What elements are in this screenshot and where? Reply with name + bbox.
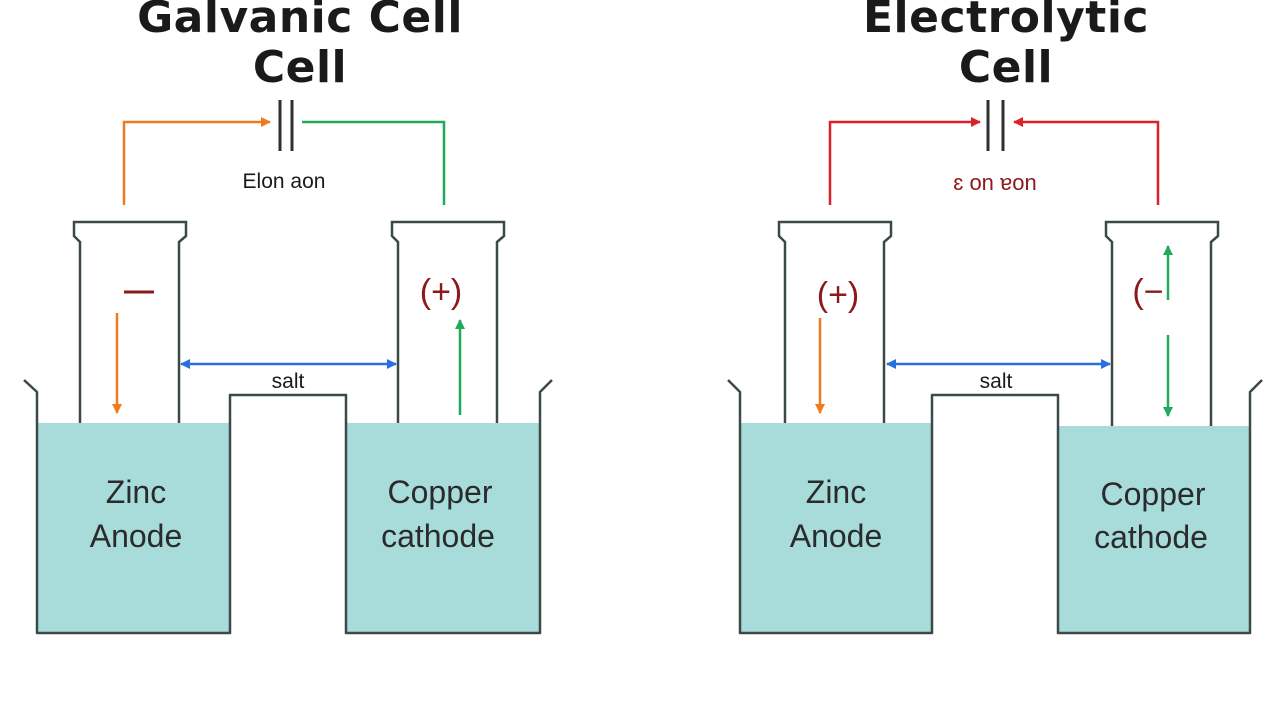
- electrolytic-cell: ɛ on ɐon (+) (− salt Zinc Anode Copper c…: [727, 100, 1263, 635]
- galvanic-left-label-line1: Zinc: [106, 474, 166, 510]
- galvanic-cathode-tube: [390, 220, 506, 423]
- galvanic-anode-tube: [72, 220, 188, 423]
- electrolytic-wire-left: [828, 117, 981, 205]
- galvanic-title-line2: Cell: [252, 42, 348, 93]
- galvanic-wire-label: Elon aon: [243, 170, 326, 193]
- galvanic-right-electrolyte: [346, 423, 540, 633]
- electrolytic-left-label-line2: Anode: [790, 518, 883, 554]
- electrolytic-left-label-line1: Zinc: [806, 474, 866, 510]
- galvanic-wire-right: [302, 120, 446, 205]
- electrolytic-beaker: [727, 379, 1263, 635]
- electrolytic-wire-right: [1013, 117, 1160, 205]
- galvanic-title-line1: Galvanic Cell: [137, 0, 463, 43]
- electrolytic-right-label-line2: cathode: [1094, 519, 1208, 555]
- electrolytic-right-electrolyte: [1058, 426, 1250, 633]
- galvanic-right-label-line2: cathode: [381, 518, 495, 554]
- galvanic-wire-left: [122, 117, 271, 205]
- electrolytic-bridge-label: salt: [980, 370, 1013, 393]
- electrolytic-title-line2: Cell: [958, 42, 1054, 93]
- galvanic-cell: Elon aon — (+) salt Zinc Anode Copper ca…: [23, 100, 553, 635]
- galvanic-anode-sign: —: [124, 274, 154, 307]
- electrolytic-right-label-line1: Copper: [1101, 476, 1206, 512]
- electrolytic-anode-sign: (+): [817, 276, 860, 314]
- electrolytic-cathode-tube: [1104, 220, 1220, 426]
- galvanic-left-label-line2: Anode: [90, 518, 183, 554]
- galvanic-bridge-label: salt: [272, 370, 305, 393]
- galvanic-right-label-line1: Copper: [388, 474, 493, 510]
- electrolytic-title-line1: Electrolytic: [863, 0, 1149, 43]
- electrolytic-left-electrolyte: [740, 423, 932, 633]
- electrolytic-cathode-sign: (−: [1132, 273, 1163, 311]
- galvanic-beaker: [23, 379, 553, 635]
- electrolytic-anode-tube: [777, 220, 893, 423]
- electrolytic-wire-label: ɛ on ɐon: [953, 170, 1037, 195]
- galvanic-cathode-sign: (+): [420, 273, 463, 311]
- galvanic-left-electrolyte: [37, 423, 230, 633]
